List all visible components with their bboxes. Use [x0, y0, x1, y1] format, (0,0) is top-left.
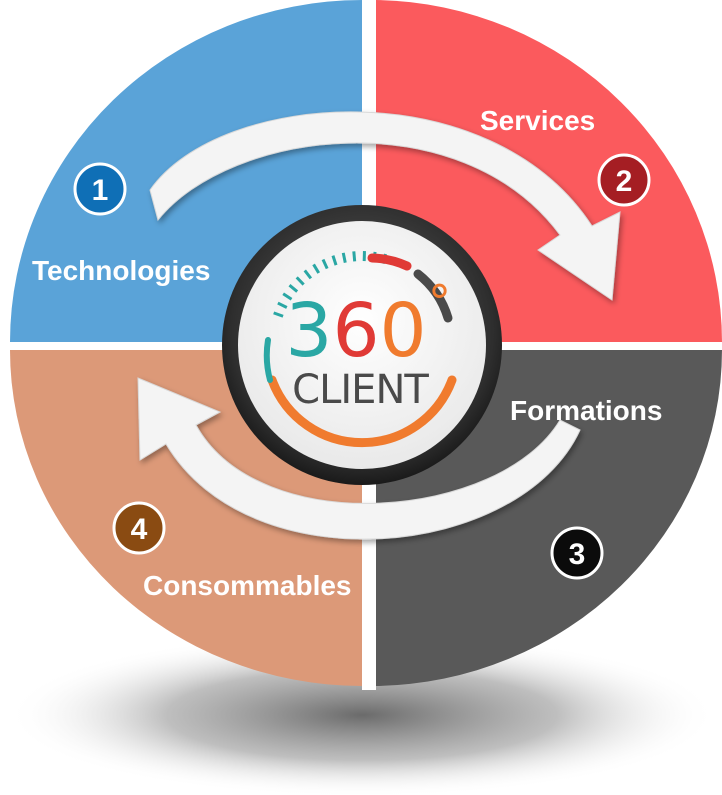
logo-tick [352, 251, 357, 262]
segment-label-formations: Formations [510, 395, 662, 426]
svg-text:3: 3 [569, 538, 586, 571]
logo-tick [273, 311, 284, 318]
logo-tick [312, 263, 321, 274]
logo-digit: 0 [380, 288, 427, 374]
logo-digit: 6 [332, 288, 379, 374]
segment-label-consommables: Consommables [143, 570, 352, 601]
badge-2: 2 [597, 153, 651, 207]
logo-degree: ° [428, 275, 451, 329]
logo-tick [321, 258, 329, 270]
badge-3: 3 [550, 526, 604, 580]
logo-tick [288, 284, 299, 293]
svg-text:2: 2 [616, 165, 633, 198]
logo-number: 360 [285, 288, 426, 374]
svg-text:4: 4 [131, 513, 148, 546]
segment-label-services: Services [480, 105, 595, 136]
center-logo: 360 ° CLIENT [222, 205, 502, 485]
logo-tick [341, 252, 347, 263]
logo-tick [282, 292, 293, 301]
logo-word: CLIENT [292, 367, 429, 413]
logo-tick [331, 255, 338, 266]
segment-label-technologies: Technologies [32, 255, 210, 286]
svg-text:1: 1 [92, 174, 109, 207]
logo-digit: 3 [285, 288, 332, 374]
ground-shadow [7, 633, 717, 795]
badge-1: 1 [73, 162, 127, 216]
logo-tick [303, 269, 313, 280]
logo-tick [277, 301, 288, 309]
clockwise-arrow-icon [149, 111, 621, 301]
logo-tick [295, 276, 305, 286]
counterclockwise-arrow-icon [137, 377, 581, 540]
badge-4: 4 [112, 501, 166, 555]
